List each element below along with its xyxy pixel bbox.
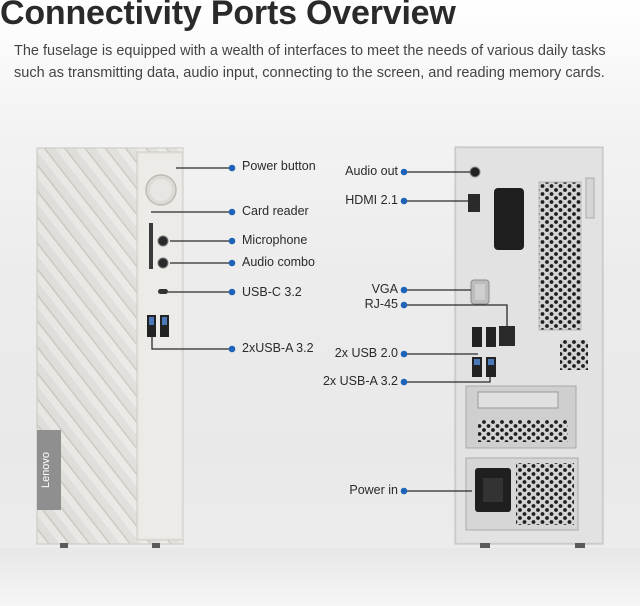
label-power-in: Power in bbox=[349, 483, 398, 497]
label-usb20: 2x USB 2.0 bbox=[334, 346, 398, 360]
rear-callout-dots bbox=[400, 168, 408, 495]
rear-callout-lines bbox=[404, 171, 508, 492]
page-title: Connectivity Ports Overview bbox=[0, 0, 456, 32]
label-usba32: 2x USB-A 3.2 bbox=[322, 374, 398, 388]
usb-c-port-icon bbox=[158, 289, 168, 294]
front-callout-dots bbox=[228, 164, 236, 353]
label-audio-out: Audio out bbox=[345, 164, 398, 178]
page-description: The fuselage is equipped with a wealth o… bbox=[14, 43, 606, 81]
brand-logo: Lenovo bbox=[40, 452, 52, 488]
front-case: Lenovo bbox=[36, 147, 184, 548]
card-reader-slot bbox=[149, 223, 153, 269]
audio-combo-jack-icon bbox=[157, 257, 169, 269]
label-usb-c: USB-C 3.2 bbox=[242, 285, 302, 299]
usb-a-port-2-icon bbox=[160, 315, 169, 337]
floor-shadow bbox=[0, 548, 640, 606]
front-callout-lines bbox=[151, 167, 232, 350]
usb-a-port-1-icon bbox=[147, 315, 156, 337]
label-microphone: Microphone bbox=[242, 233, 308, 247]
rear-case bbox=[454, 146, 604, 548]
label-hdmi: HDMI 2.1 bbox=[345, 193, 398, 207]
label-card-reader: Card reader bbox=[242, 204, 309, 218]
label-power-button: Power button bbox=[242, 159, 316, 173]
label-rj45: RJ-45 bbox=[364, 297, 398, 311]
microphone-jack-icon bbox=[157, 235, 169, 247]
label-usb-a: 2xUSB-A 3.2 bbox=[242, 341, 314, 355]
label-vga: VGA bbox=[371, 282, 398, 296]
label-audio-combo: Audio combo bbox=[242, 255, 315, 269]
